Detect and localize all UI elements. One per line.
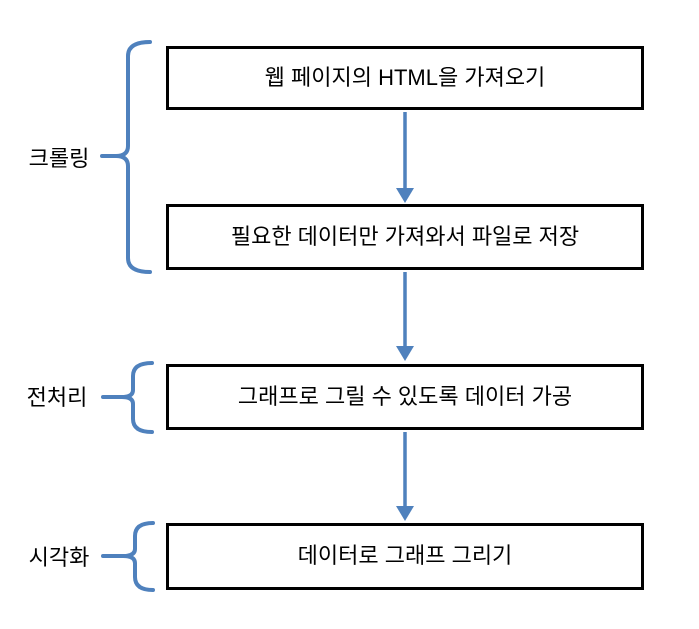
flow-node-draw-graph: 데이터로 그래프 그리기: [166, 523, 644, 590]
brace-crawling-icon: [100, 40, 152, 274]
group-label-crawling: 크롤링: [28, 146, 90, 171]
arrowhead-fetch-to-save-icon: [396, 188, 414, 203]
flow-node-save-data: 필요한 데이터만 가져와서 파일로 저장: [166, 204, 644, 270]
brace-preprocessing-icon: [101, 361, 154, 434]
flow-node-fetch-html: 웹 페이지의 HTML을 가져오기: [166, 46, 644, 110]
brace-visualization-icon: [101, 521, 155, 592]
flow-node-process-data: 그래프로 그릴 수 있도록 데이터 가공: [166, 364, 644, 430]
arrowhead-save-to-process-icon: [396, 346, 414, 361]
group-label-preprocessing: 전처리: [26, 385, 88, 410]
arrowhead-process-to-draw-icon: [396, 506, 414, 521]
group-label-visualization: 시각화: [28, 545, 90, 570]
